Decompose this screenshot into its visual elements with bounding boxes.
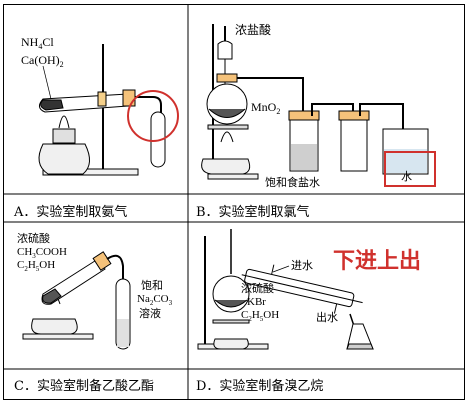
panel-c-labels: 浓硫酸 CH3COOH C2H5OH 饱和 Na2CO3 溶液 [17,231,173,320]
label-caoh2: Ca(OH) [21,53,60,67]
label-brine: 饱和食盐水 [265,175,320,189]
label-water: 水 [401,170,412,183]
highlight-circle [127,90,179,142]
svg-text:NH4Cl: NH4Cl [21,35,54,51]
caption-a: A．实验室制取氨气 [14,205,128,220]
label-mno2: MnO [251,100,277,114]
caption-c: C．实验室制备乙酸乙酯 [14,379,154,394]
label-water-out: 出水 [316,310,338,324]
diagram-grid: NH4Cl Ca(OH)2 [3,4,465,400]
stand-base [42,168,139,176]
alcohol-lamp [38,143,90,175]
label-conc-h2so4: 浓硫酸 [17,231,50,245]
label-water-in: 进水 [291,259,313,272]
highlight-box [384,151,436,187]
caption-d: D．实验室制备溴乙烷 [196,379,324,394]
svg-text:Na2CO3: Na2CO3 [137,293,173,307]
panel-a-apparatus [38,44,166,176]
panel-b-apparatus [201,24,429,180]
panel-d-labels: 进水 出水 浓硫酸 KBr C2H5OH 下进上出 [241,249,421,324]
svg-text:C2H5OH: C2H5OH [17,259,55,273]
table-frame [3,4,465,400]
panel-a-labels: NH4Cl Ca(OH)2 [21,35,64,69]
reaction-test-tube [39,93,129,113]
svg-text:MnO2: MnO2 [251,100,280,116]
svg-text:饱和: 饱和 [141,278,163,292]
label-conc-hcl: 浓盐酸 [235,22,271,37]
separatory-funnel [217,40,233,60]
annotation-bottom-in-top-out: 下进上出 [333,249,421,274]
svg-text:CH3COOH: CH3COOH [17,246,67,260]
caption-b: B．实验室制取氯气 [196,205,310,220]
svg-text:浓硫酸: 浓硫酸 [241,281,274,295]
svg-text:溶液: 溶液 [139,306,161,320]
label-nh4cl: NH [21,35,39,49]
collection-tube [150,111,166,168]
svg-text:C2H5OH: C2H5OH [241,309,279,323]
delivery-tube [135,96,162,116]
panel-d-apparatus [197,229,374,350]
condenser [241,264,363,314]
panel-b-labels: 浓盐酸 MnO2 饱和食盐水 水 [235,22,412,189]
svg-text:KBr: KBr [247,296,266,308]
empty-bottle [340,118,368,172]
pointer [42,65,52,100]
panel-c-apparatus [22,251,131,350]
stopper [122,89,136,107]
svg-text:Ca(OH)2: Ca(OH)2 [21,53,64,69]
